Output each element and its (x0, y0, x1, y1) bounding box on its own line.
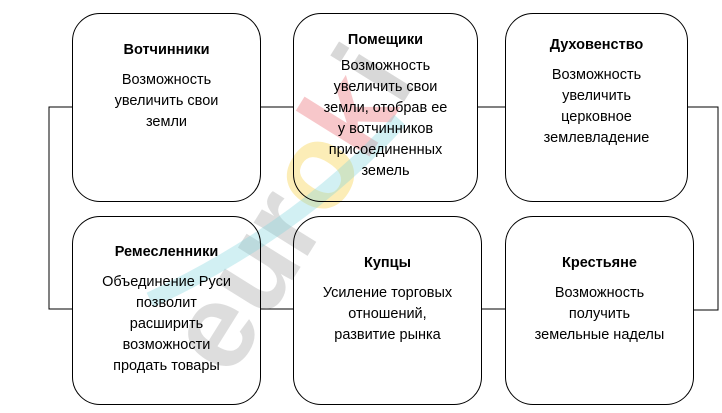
box-text: Возможность увеличить церковное землевла… (543, 66, 650, 146)
box-title: Крестьяне (562, 255, 637, 271)
box-remeslenniki: Ремесленники Объединение Руси позволит р… (72, 216, 261, 405)
box-text: Усиление торговых отношений, развитие ры… (322, 285, 453, 343)
box-text: Возможность увеличить свои земли (114, 72, 219, 130)
box-title: Духовенство (549, 36, 644, 53)
box-text: Объединение Руси позволит расширить возм… (102, 274, 231, 374)
box-title: Купцы (364, 255, 411, 271)
box-votchinniki: Вотчинники Возможность увеличить свои зе… (72, 13, 261, 202)
box-text: Возможность увеличить свои земли, отобра… (323, 58, 448, 179)
box-kuptsy: Купцы Усиление торговых отношений, разви… (293, 216, 482, 405)
box-title: Ремесленники (114, 244, 219, 260)
box-dukhovenstvo: Духовенство Возможность увеличить церков… (505, 13, 688, 202)
box-title: Помещики (347, 32, 424, 48)
box-krestyane: Крестьяне Возможность получить земельные… (505, 216, 694, 405)
box-title: Вотчинники (123, 42, 210, 58)
box-text: Возможность получить земельные наделы (534, 285, 665, 343)
box-pomeshchiki: Помещики Возможность увеличить свои земл… (293, 13, 478, 202)
